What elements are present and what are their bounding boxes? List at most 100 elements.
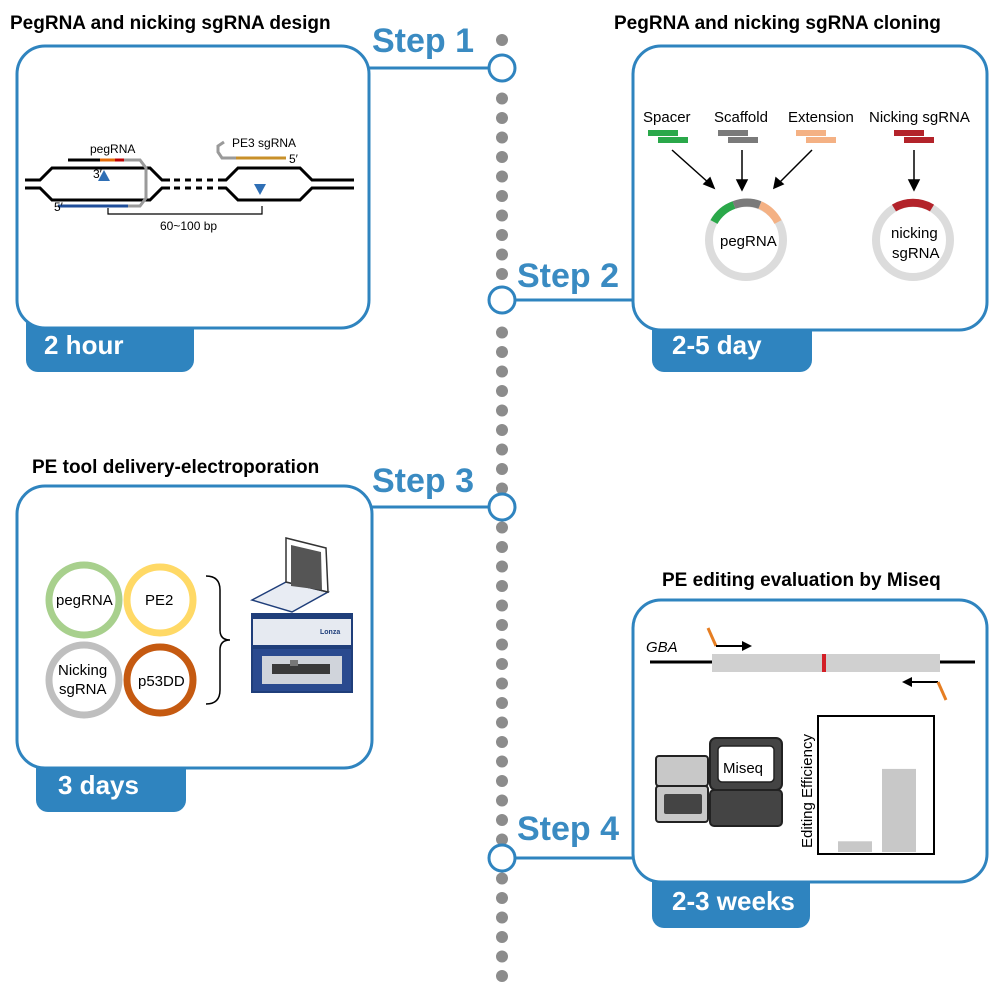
forward-primer-tail bbox=[706, 627, 718, 647]
spacer-fragment bbox=[648, 130, 688, 143]
step-3-box bbox=[15, 484, 374, 770]
delivery-illustration: pegRNA PE2 Nicking sgRNA p53DD Lonza bbox=[45, 537, 353, 719]
step-1-duration: 2 hour bbox=[44, 330, 123, 360]
timeline-dot bbox=[496, 560, 508, 573]
timeline-dot bbox=[496, 677, 508, 690]
timeline-dot bbox=[496, 911, 508, 924]
timeline-dot bbox=[496, 950, 508, 963]
bracket bbox=[205, 575, 231, 705]
timeline-dot bbox=[496, 755, 508, 768]
three-prime-label: 3′ bbox=[93, 167, 103, 181]
timeline-dot bbox=[496, 794, 508, 807]
nicking-sgrna-ring bbox=[45, 641, 123, 719]
timeline-dot bbox=[496, 775, 508, 787]
timeline-dot bbox=[496, 92, 508, 105]
timeline-dot bbox=[496, 892, 508, 904]
sequencer-label: Miseq bbox=[723, 760, 763, 777]
timeline-dot bbox=[496, 482, 508, 495]
timeline-dot bbox=[496, 599, 508, 612]
extension-fragment bbox=[796, 130, 836, 143]
timeline-dot bbox=[496, 248, 508, 261]
timeline-dot bbox=[496, 814, 508, 826]
step-1-panel: PegRNA and nicking sgRNA design Step 1 2… bbox=[10, 13, 517, 372]
timeline-dot bbox=[496, 463, 508, 475]
timeline-dot bbox=[496, 34, 508, 46]
amplicon-illustration: GBA bbox=[646, 627, 975, 701]
pegrna-design-illustration: pegRNA 3′ 5′ PE3 sgRNA 5′ 60~100 bp bbox=[25, 136, 354, 233]
step-4-duration-tab bbox=[652, 870, 810, 928]
chart-bars bbox=[838, 768, 916, 852]
step-2-node bbox=[487, 285, 517, 315]
timeline-dot bbox=[496, 151, 508, 163]
p53dd-ring bbox=[123, 643, 197, 717]
step-2-label: Step 2 bbox=[517, 257, 619, 295]
extension-label: Extension bbox=[788, 109, 854, 126]
chart-bar-1 bbox=[838, 841, 872, 852]
timeline-dot bbox=[496, 736, 508, 748]
chart-bar-2 bbox=[882, 768, 916, 852]
pegrna-ring bbox=[45, 561, 123, 639]
scaffold-fragment bbox=[718, 130, 758, 143]
pegrna-label: pegRNA bbox=[90, 142, 135, 156]
step-4-panel: PE editing evaluation by Miseq Step 4 2-… bbox=[487, 570, 989, 928]
pegrna-plasmid-label: pegRNA bbox=[720, 233, 777, 250]
nicking-fragment bbox=[894, 130, 934, 143]
step-1-label: Step 1 bbox=[372, 22, 474, 60]
step-1-node bbox=[487, 53, 517, 83]
chart-ylabel: Editing Efficiency bbox=[799, 734, 816, 848]
step-3-panel: PE tool delivery-electroporation Step 3 … bbox=[15, 457, 517, 812]
p53dd-ring-label: p53DD bbox=[138, 673, 185, 690]
nicking-ring-label-1: Nicking bbox=[58, 662, 107, 679]
timeline-dot bbox=[496, 931, 508, 943]
step-4-duration: 2-3 weeks bbox=[672, 886, 795, 916]
nicking-ring-label-2: sgRNA bbox=[59, 681, 107, 698]
five-prime-right-label: 5′ bbox=[289, 152, 299, 166]
reverse-primer-tail bbox=[936, 681, 948, 701]
timeline-dot bbox=[496, 716, 508, 729]
miseq-sequencer-icon: Miseq bbox=[655, 737, 783, 827]
timeline-dot bbox=[496, 658, 508, 670]
timeline-dot bbox=[496, 170, 508, 183]
chart-frame bbox=[817, 715, 935, 855]
step-3-node bbox=[487, 492, 517, 522]
step-4-node bbox=[487, 843, 517, 873]
pe2-ring bbox=[123, 563, 197, 637]
cloning-illustration: Spacer Scaffold Extension Nicking sgRNA bbox=[643, 109, 970, 281]
timeline-dot bbox=[496, 326, 508, 339]
step-2-panel: PegRNA and nicking sgRNA cloning Step 2 … bbox=[487, 13, 989, 372]
timeline-dotted-line bbox=[496, 34, 508, 982]
timeline-dot bbox=[496, 268, 508, 280]
pe2-ring-label: PE2 bbox=[145, 592, 173, 609]
timeline-dot bbox=[496, 872, 508, 885]
distance-label: 60~100 bp bbox=[160, 219, 217, 233]
pegrna-ring-label: pegRNA bbox=[56, 592, 113, 609]
step-4-title: PE editing evaluation by Miseq bbox=[662, 570, 941, 591]
timeline-dot bbox=[496, 970, 508, 982]
timeline-dot bbox=[496, 365, 508, 378]
timeline-dot bbox=[496, 580, 508, 592]
timeline-dot bbox=[496, 541, 508, 553]
nicking-sgrna-label: Nicking sgRNA bbox=[869, 109, 970, 126]
pe3-sgrna-label: PE3 sgRNA bbox=[232, 136, 296, 150]
timeline-dot bbox=[496, 229, 508, 241]
step-3-duration: 3 days bbox=[58, 770, 139, 800]
step-1-title: PegRNA and nicking sgRNA design bbox=[10, 13, 331, 34]
timeline-dot bbox=[496, 404, 508, 417]
editing-efficiency-chart: Editing Efficiency bbox=[799, 715, 935, 855]
timeline-dot bbox=[496, 131, 508, 144]
nicking-plasmid-label-1: nicking bbox=[891, 225, 938, 242]
assembly-arrows bbox=[671, 149, 921, 192]
timeline-dot bbox=[496, 112, 508, 124]
five-prime-left-label: 5′ bbox=[54, 200, 64, 214]
timeline-dot bbox=[496, 190, 508, 202]
timeline-dot bbox=[496, 697, 508, 709]
timeline-dot bbox=[496, 638, 508, 651]
timeline-dot bbox=[496, 443, 508, 456]
step-2-title: PegRNA and nicking sgRNA cloning bbox=[614, 13, 941, 34]
step-2-box bbox=[631, 44, 989, 332]
spacer-label: Spacer bbox=[643, 109, 691, 126]
electroporation-device: Lonza bbox=[250, 537, 353, 693]
timeline-dot bbox=[496, 346, 508, 358]
step-2-duration: 2-5 day bbox=[672, 330, 762, 360]
